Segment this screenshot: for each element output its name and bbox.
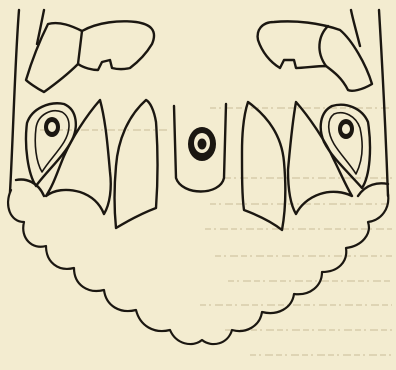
left-vessel-lumen <box>44 117 60 137</box>
central-canal-lumen <box>188 127 216 161</box>
right-vessel-lumen <box>338 119 354 139</box>
